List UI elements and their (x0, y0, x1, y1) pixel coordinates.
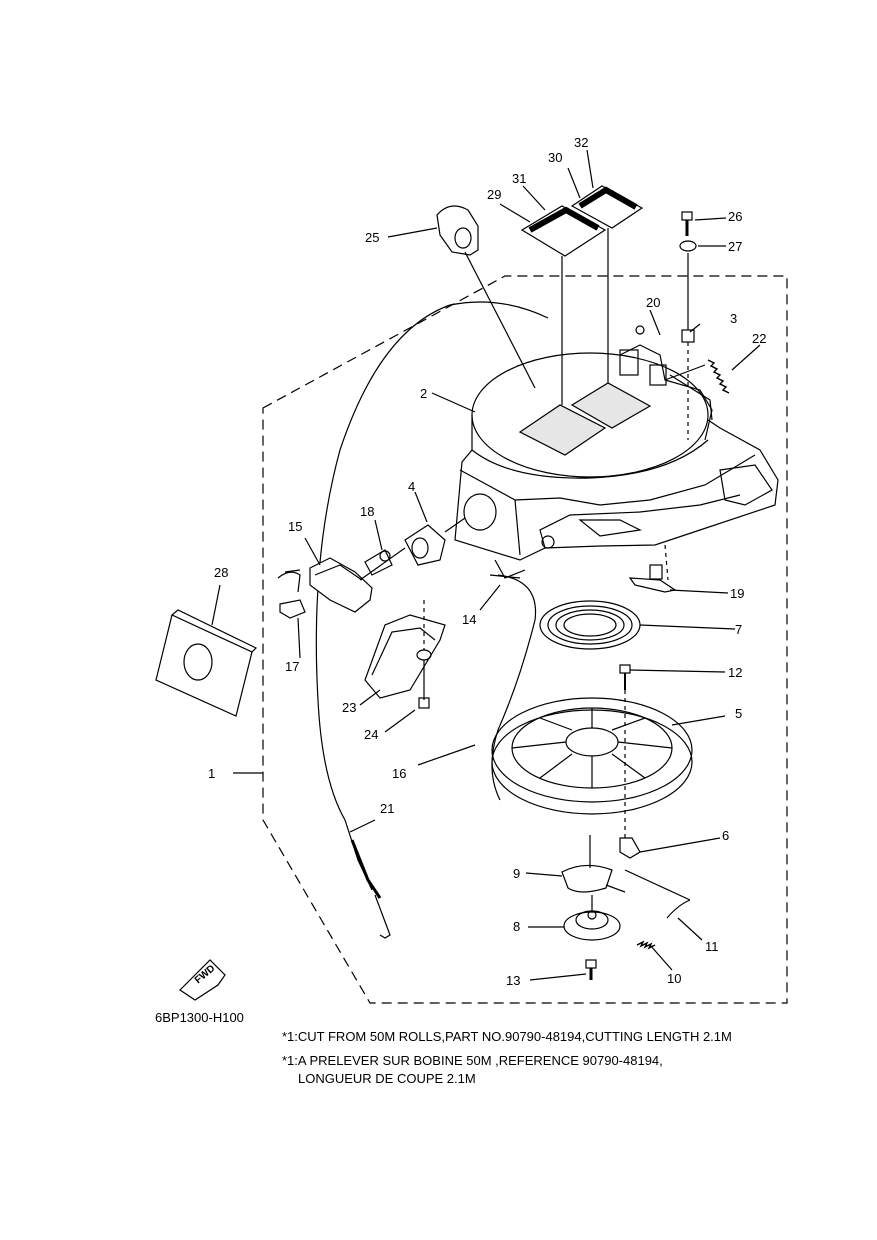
pawl-6 (619, 837, 641, 859)
decal-30-stripe (578, 186, 638, 210)
spiral-spring-7 (539, 600, 641, 650)
reel-5 (491, 697, 693, 815)
spring-11 (666, 899, 691, 919)
bolt-26 (681, 211, 693, 236)
screw-24 (418, 697, 430, 709)
knob-17 (279, 599, 306, 619)
callout-7: 7 (735, 622, 743, 637)
bracket-23 (364, 614, 446, 699)
callout-3: 3 (730, 311, 738, 326)
callout-13: 13 (506, 973, 521, 988)
callout-23: 23 (342, 700, 357, 715)
grommet-4 (359, 524, 446, 581)
callout-30: 30 (548, 150, 563, 165)
spring-22 (707, 359, 730, 394)
cable-end (374, 894, 391, 939)
decal-29 (520, 205, 607, 257)
cable-21 (315, 301, 549, 891)
note-french-line2: LONGUEUR DE COUPE 2.1M (298, 1071, 476, 1086)
callout-10: 10 (667, 971, 682, 986)
assembly-boundary (262, 275, 788, 1004)
washer-27 (679, 240, 697, 252)
plate-8 (563, 895, 621, 941)
callout-15: 15 (288, 519, 303, 534)
bolt-12 (619, 664, 631, 840)
callout-18: 18 (360, 504, 375, 519)
callout-31: 31 (512, 171, 527, 186)
callout-17: 17 (285, 659, 300, 674)
spring-9 (561, 864, 626, 893)
pad-28 (155, 614, 253, 717)
callout-20: 20 (646, 295, 661, 310)
part-18 (364, 549, 393, 576)
collar-3 (681, 253, 695, 440)
note-french-line1: *1:A PRELEVER SUR BOBINE 50M ,REFERENCE … (282, 1053, 663, 1068)
callout-25: 25 (365, 230, 380, 245)
callout-12: 12 (728, 665, 743, 680)
starter-housing (454, 352, 779, 561)
callout-21: 21 (380, 801, 395, 816)
callout-32: 32 (574, 135, 589, 150)
callout-14: 14 (462, 612, 477, 627)
callout-24: 24 (364, 727, 379, 742)
callout-1: 1 (208, 766, 216, 781)
lever-19 (628, 577, 677, 593)
diagram-code: 6BP1300-H100 (155, 1010, 244, 1025)
callout-6: 6 (722, 828, 730, 843)
decal-on-housing-a (518, 404, 607, 456)
callout-9: 9 (513, 866, 521, 881)
callout-11: 11 (705, 939, 719, 954)
grommet-25 (436, 205, 536, 389)
callout-5: 5 (735, 706, 743, 721)
callout-8: 8 (513, 919, 521, 934)
spring-10 (636, 940, 656, 950)
housing-port (463, 493, 497, 531)
linkage-20 (619, 325, 713, 441)
callout-22: 22 (752, 331, 767, 346)
decal-29-stripe (528, 206, 600, 233)
callout-19: 19 (730, 586, 745, 601)
callout-26: 26 (728, 209, 743, 224)
note-english: *1:CUT FROM 50M ROLLS,PART NO.90790-4819… (282, 1029, 732, 1044)
handle-15 (277, 557, 373, 613)
decal-on-housing-b (570, 382, 652, 429)
callout-2: 2 (420, 386, 428, 401)
cable-16 (491, 574, 537, 801)
callout-4: 4 (408, 479, 416, 494)
bolt-13 (585, 959, 597, 980)
callout-28: 28 (214, 565, 229, 580)
decal-30 (570, 185, 644, 229)
callout-29: 29 (487, 187, 502, 202)
callout-16: 16 (392, 766, 407, 781)
fwd-arrow (179, 959, 226, 1001)
callout-27: 27 (728, 239, 743, 254)
